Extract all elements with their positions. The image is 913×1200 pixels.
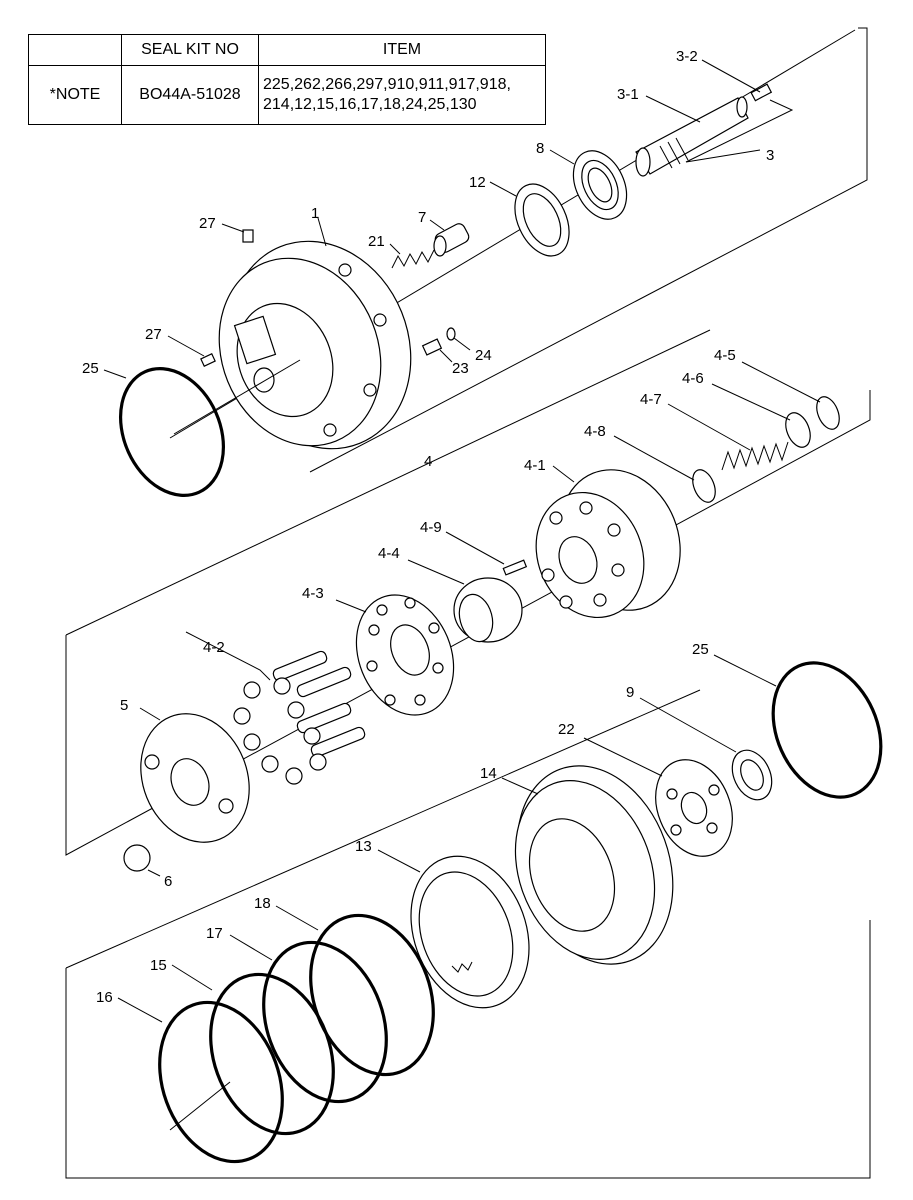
output-shaft [635, 83, 773, 177]
label-4-3: 4-3 [302, 585, 324, 602]
label-4-8: 4-8 [584, 423, 606, 440]
label-27-top: 27 [199, 215, 216, 232]
label-27-side: 27 [145, 326, 162, 343]
label-5: 5 [120, 697, 128, 714]
label-1: 1 [311, 205, 319, 222]
label-3: 3 [766, 147, 774, 164]
label-17: 17 [206, 925, 223, 942]
label-4-5: 4-5 [714, 347, 736, 364]
label-4-4: 4-4 [378, 545, 400, 562]
label-16: 16 [96, 989, 113, 1006]
label-21: 21 [368, 233, 385, 250]
label-13: 13 [355, 838, 372, 855]
plate-22 [655, 759, 733, 857]
pin-4-9 [502, 559, 528, 576]
bearing-9 [731, 749, 773, 801]
label-15: 15 [150, 957, 167, 974]
spring-21 [391, 249, 435, 269]
screw-27-top [242, 229, 254, 243]
items-line-1: 225,262,266,297,910,911,917,918, [263, 76, 511, 93]
frame-lower [65, 689, 871, 1179]
o-ring-25-lower [771, 661, 883, 799]
label-7: 7 [418, 209, 426, 226]
label-25-upper: 25 [82, 360, 99, 377]
retainer-plate [355, 594, 455, 716]
brake-plate [410, 855, 530, 1009]
ball-guide-4-4 [453, 577, 523, 643]
leader-lines [103, 59, 821, 1131]
snap-ring-4-5 [816, 396, 840, 430]
o-ring-16 [158, 1000, 284, 1164]
label-14: 14 [480, 765, 497, 782]
motor-housing [218, 240, 412, 450]
label-22: 22 [558, 721, 575, 738]
note-cell: *NOTE [28, 65, 122, 125]
o-ring-25-upper [118, 367, 226, 497]
label-4-9: 4-9 [420, 519, 442, 536]
frame-middle [65, 329, 871, 856]
label-24: 24 [475, 347, 492, 364]
o-ring-17 [262, 940, 388, 1104]
label-12: 12 [469, 174, 486, 191]
label-4-2: 4-2 [203, 639, 225, 656]
o-ring-24 [446, 327, 456, 341]
label-3-1: 3-1 [617, 86, 639, 103]
bearing-12 [514, 183, 570, 257]
label-4-1: 4-1 [524, 457, 546, 474]
label-4-7: 4-7 [640, 391, 662, 408]
valve-plate [140, 713, 250, 843]
spring-4-7 [721, 441, 789, 471]
label-8: 8 [536, 140, 544, 157]
o-ring-15 [209, 972, 335, 1136]
washer-4-8 [692, 469, 716, 503]
plug-23 [421, 338, 443, 356]
seal-kit-table-row: *NOTE BO44A-51028 225,262,266,297,910,91… [28, 65, 546, 125]
seal-kit-table: SEAL KIT NO ITEM *NOTE BO44A-51028 225,2… [28, 34, 546, 125]
label-23: 23 [452, 360, 469, 377]
label-9: 9 [626, 684, 634, 701]
label-4: 4 [424, 453, 432, 470]
rear-cover [514, 765, 674, 965]
piston-7 [433, 223, 470, 257]
label-4-6: 4-6 [682, 370, 704, 387]
items-cell: 225,262,266,297,910,911,917,918, 214,12,… [258, 65, 546, 125]
screw-27-side [200, 353, 216, 367]
items-line-2: 214,12,15,16,17,18,24,25,130 [263, 96, 477, 113]
collar-4-6 [785, 412, 811, 448]
piston-shoes [233, 650, 366, 785]
ball-6 [123, 844, 151, 872]
label-25-lower: 25 [692, 641, 709, 658]
label-18: 18 [254, 895, 271, 912]
bearing-8 [572, 150, 628, 220]
cylinder-block [535, 469, 681, 619]
label-6: 6 [164, 873, 172, 890]
label-3-2: 3-2 [676, 48, 698, 65]
